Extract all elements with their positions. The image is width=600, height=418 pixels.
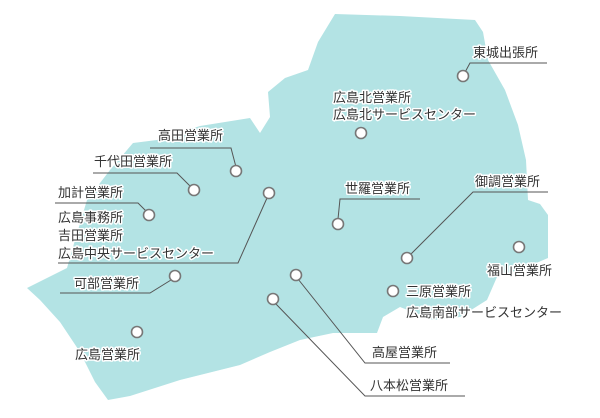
label-yoshida[interactable]: 吉田営業所 bbox=[57, 227, 125, 246]
leader-lines bbox=[55, 62, 548, 397]
label-takaya[interactable]: 高屋営業所 bbox=[371, 344, 439, 363]
office-markers bbox=[130, 69, 526, 339]
marker-mitsugi[interactable] bbox=[400, 251, 414, 265]
label-kabe[interactable]: 可部営業所 bbox=[73, 275, 141, 294]
label-hiroshima[interactable]: 広島営業所 bbox=[74, 346, 142, 365]
leader-chiyoda bbox=[93, 172, 191, 187]
leader-sera bbox=[337, 198, 420, 220]
marker-hiroshima-kita[interactable] bbox=[354, 126, 368, 140]
label-hiroshima-kita[interactable]: 広島北営業所 bbox=[332, 89, 413, 108]
leader-mitsugi bbox=[410, 191, 548, 255]
office-labels: 東城出張所 広島北営業所 広島北サービスセンター 高田営業所 千代田営業所 加計… bbox=[57, 44, 564, 396]
marker-mihara[interactable] bbox=[386, 284, 400, 298]
marker-sera[interactable] bbox=[331, 217, 345, 231]
label-hiroshima-office[interactable]: 広島事務所 bbox=[57, 210, 125, 228]
label-fukuyama[interactable]: 福山営業所 bbox=[486, 262, 554, 281]
marker-takata[interactable] bbox=[229, 164, 243, 178]
leader-takata bbox=[150, 147, 237, 168]
marker-tojo[interactable] bbox=[456, 69, 470, 83]
marker-kake[interactable] bbox=[142, 208, 156, 222]
leader-hiroshima-central bbox=[58, 197, 268, 264]
label-hiroshima-south-sc[interactable]: 広島南部サービスセンター bbox=[405, 304, 564, 323]
marker-takaya[interactable] bbox=[289, 268, 303, 282]
label-takata[interactable]: 高田営業所 bbox=[157, 127, 225, 146]
label-sera[interactable]: 世羅営業所 bbox=[344, 180, 412, 199]
leader-hachihonmatsu bbox=[274, 302, 465, 397]
label-chiyoda[interactable]: 千代田営業所 bbox=[93, 153, 174, 172]
label-hiroshima-central-sc[interactable]: 広島中央サービスセンター bbox=[57, 246, 216, 264]
label-mitsugi[interactable]: 御調営業所 bbox=[474, 173, 542, 192]
leader-kake bbox=[55, 202, 147, 212]
label-kake[interactable]: 加計営業所 bbox=[57, 184, 125, 203]
label-hiroshima-kita-sc[interactable]: 広島北サービスセンター bbox=[332, 107, 478, 125]
region-shape bbox=[27, 14, 548, 400]
marker-kabe[interactable] bbox=[168, 269, 182, 283]
leader-kabe bbox=[60, 279, 172, 294]
label-mihara[interactable]: 三原営業所 bbox=[405, 283, 473, 302]
label-tojo[interactable]: 東城出張所 bbox=[472, 44, 540, 63]
marker-hachihonmatsu[interactable] bbox=[266, 292, 280, 306]
marker-hiroshima-central[interactable] bbox=[262, 186, 276, 200]
leader-takaya bbox=[297, 278, 450, 364]
marker-fukuyama[interactable] bbox=[512, 240, 526, 254]
marker-hiroshima[interactable] bbox=[130, 325, 144, 339]
marker-chiyoda[interactable] bbox=[187, 183, 201, 197]
label-hachihonmatsu[interactable]: 八本松営業所 bbox=[369, 377, 450, 396]
